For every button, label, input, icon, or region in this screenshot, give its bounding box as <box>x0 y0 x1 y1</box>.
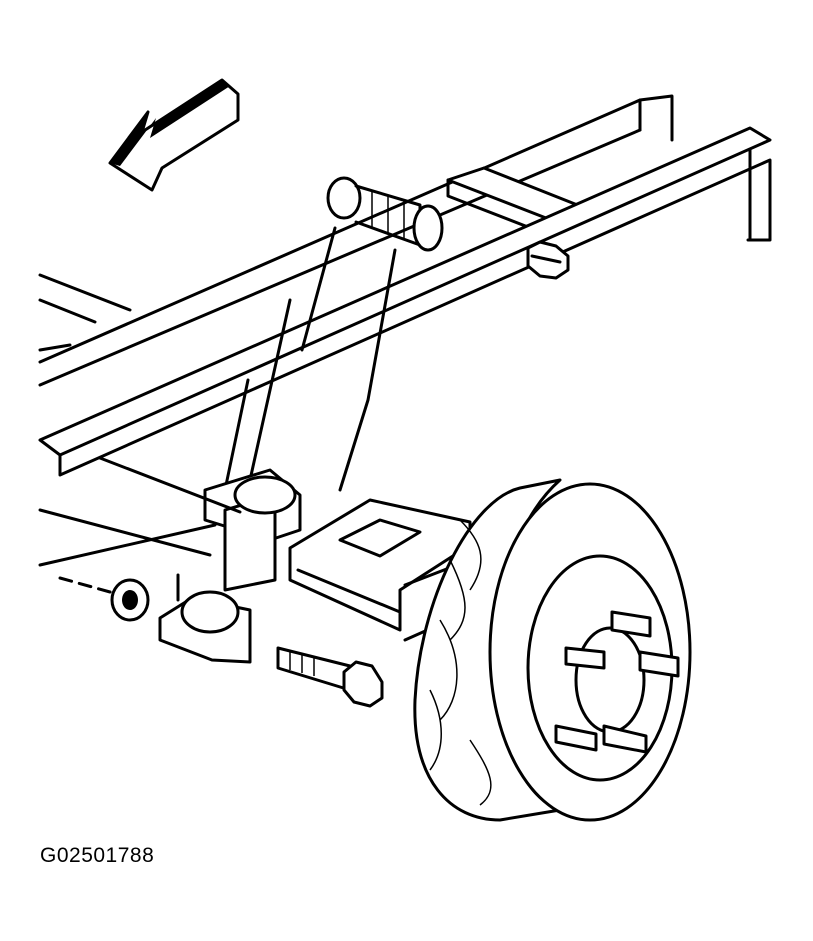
near-frame-rail <box>38 126 772 477</box>
figure-code: G02501788 <box>40 844 155 867</box>
front-direction-arrow-icon <box>108 78 240 192</box>
control-arm <box>38 456 302 592</box>
mount-nut <box>58 576 150 622</box>
lower-mount <box>158 573 252 664</box>
mount-bolt <box>276 646 384 708</box>
axle-bracket <box>288 498 472 632</box>
frame-bolt-front <box>526 240 570 280</box>
far-frame-rail <box>38 94 674 387</box>
frame-bolt-rear <box>326 176 444 252</box>
wheel-studs <box>554 610 680 754</box>
spring-hanger <box>223 226 397 492</box>
